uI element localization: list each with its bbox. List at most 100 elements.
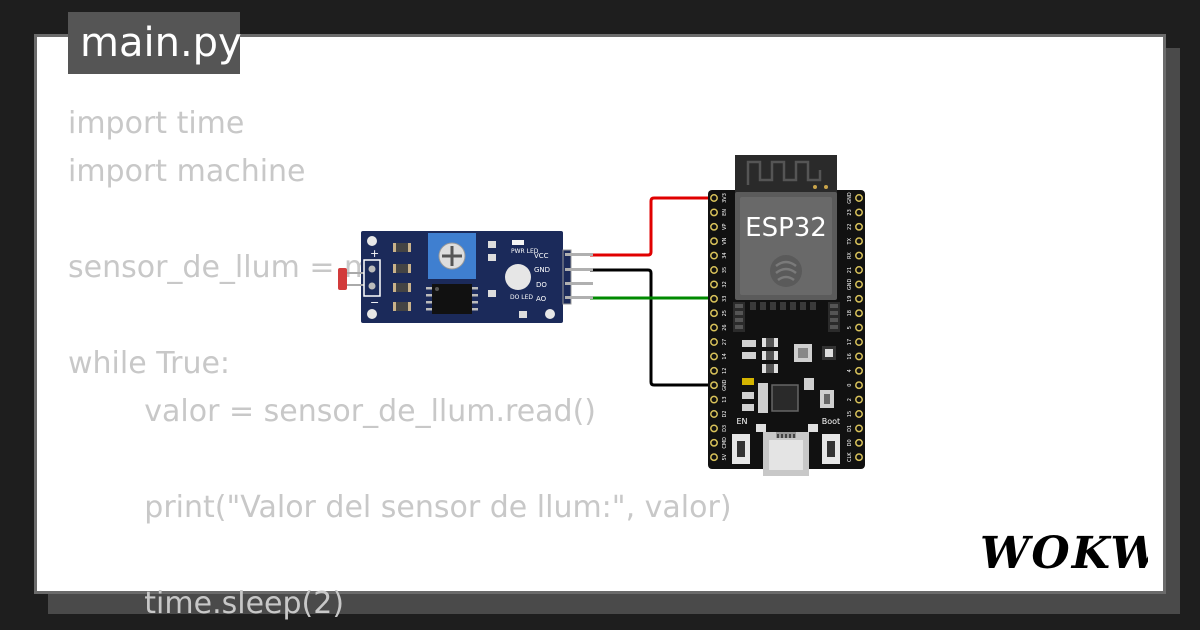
esp32-pin[interactable] [710,294,718,303]
en-button-label: EN [736,417,747,426]
esp32-pin[interactable] [710,280,718,289]
esp32-pin-label: 33 [722,296,728,302]
esp32-pin-label: 27 [722,339,728,345]
esp32-pin[interactable] [710,237,718,246]
esp32-pin[interactable] [710,208,718,217]
esp32-pin-label: D0 [847,439,853,446]
preview-card [34,34,1166,594]
esp32-pin[interactable] [855,381,863,390]
esp32-pin-label: TX [847,237,853,245]
esp32-pin[interactable] [710,251,718,260]
esp32-pin-label: 22 [847,224,853,230]
esp32-pin[interactable] [710,323,718,332]
esp32-pin-label: 32 [722,281,728,287]
esp32-pin-label: 5V [722,453,728,460]
esp32-pin[interactable] [855,424,863,433]
sensor-pin-gnd: GND [534,266,550,274]
esp32-pin-label: 19 [847,296,853,302]
esp32-pin[interactable] [855,438,863,447]
header-pin[interactable] [565,282,593,285]
esp32-pin-label: 13 [722,396,728,402]
photodiode-icon [505,264,531,290]
esp32-pin[interactable] [855,323,863,332]
esp32-pin-label: D3 [722,425,728,432]
esp32-pin[interactable] [855,237,863,246]
header-pin[interactable] [565,296,593,299]
esp32-pin[interactable] [710,309,718,318]
sensor-pin-vcc: VCC [534,252,549,260]
usb-uart-chip [771,384,799,412]
esp32-pin[interactable] [710,266,718,274]
esp32-pin-label: 2 [847,398,853,401]
esp32-pin[interactable] [855,251,863,260]
esp32-pin-label: CMD [722,437,728,449]
header-pin[interactable] [565,253,593,256]
esp32-pin-label: 17 [847,339,853,345]
esp32-pin-label: 21 [847,267,853,273]
esp32-pin-label: 34 [722,252,728,258]
esp32-pin-label: GND [847,192,853,204]
code-line: sensor_de_llum = m [68,250,374,285]
esp32-pin[interactable] [855,208,863,217]
mount-hole [367,309,377,319]
wokwi-logo-text: WOKWi [980,528,1148,576]
esp32-pin[interactable] [710,366,718,375]
esp32-pin-label: 35 [722,267,728,273]
esp32-pin-label: RX [847,252,853,259]
header-pin[interactable] [565,268,593,271]
esp32-pin[interactable] [855,294,863,303]
esp32-pin[interactable] [855,266,863,274]
sensor-pin-ao: AO [536,295,547,303]
file-tab[interactable]: main.py [68,12,242,74]
esp32-pin[interactable] [710,424,718,433]
esp32-pin-label: D2 [722,410,728,417]
esp32-pin[interactable] [710,222,718,231]
esp32-pin-label: VP [722,224,728,230]
esp32-pin[interactable] [710,410,718,418]
esp32-pin[interactable] [855,309,863,318]
esp32-pin[interactable] [855,352,863,361]
mount-hole [367,236,377,246]
esp32-pin-label: 25 [722,310,728,316]
esp32-pin-label: D1 [847,425,853,432]
wokwi-logo: WOKWi [980,528,1148,576]
esp32-board[interactable]: ESP32 EN Boot [708,155,865,476]
esp32-pin[interactable] [855,395,863,404]
esp32-pin[interactable] [710,338,718,346]
esp32-pin-label: GND [722,379,728,391]
sensor-pin-do: DO [536,281,547,289]
esp32-pin-label: 26 [722,324,728,330]
esp32-pin[interactable] [710,352,718,361]
code-line: print("Valor del sensor de llum:", valor… [68,490,732,525]
antenna-area [735,155,837,193]
esp32-pin[interactable] [855,410,863,418]
esp32-pin-label: VN [722,237,728,244]
esp32-pin[interactable] [710,194,718,202]
terminal-minus-label: − [370,296,379,309]
code-line: time.sleep(2) [68,586,345,621]
esp32-pin[interactable] [710,395,718,404]
code-line: valor = sensor_de_llum.read() [68,394,596,429]
light-sensor-module[interactable]: + − PWR LED DO LED VCC GND [338,231,593,323]
esp32-pin[interactable] [855,222,863,231]
file-tab-label: main.py [80,20,242,66]
esp32-pin-label: 14 [722,353,728,359]
esp32-pin[interactable] [710,381,718,390]
esp32-pin[interactable] [710,438,718,447]
wire-gnd[interactable] [590,268,714,387]
esp32-pin[interactable] [855,366,863,375]
esp32-pin-label: 0 [847,384,853,387]
boot-button-label: Boot [822,417,840,426]
esp32-pin[interactable] [855,453,863,462]
wire-vcc[interactable] [590,196,714,257]
esp32-pin[interactable] [855,338,863,346]
wires [590,196,714,387]
esp32-pin[interactable] [855,194,863,202]
esp32-pin-label: 3V3 [722,193,728,203]
esp32-pin[interactable] [710,453,718,462]
esp32-pin-label: 12 [722,368,728,374]
pwr-led-label: PWR LED [511,248,539,255]
esp32-pin[interactable] [855,280,863,289]
